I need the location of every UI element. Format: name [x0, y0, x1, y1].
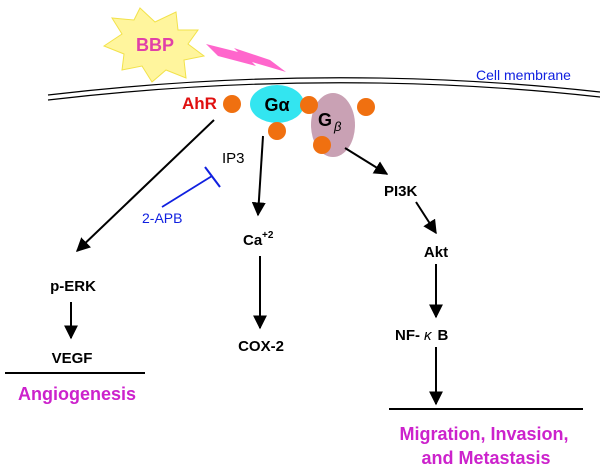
cell-membrane-label: Cell membrane [476, 67, 571, 83]
ca-label: Ca [243, 232, 263, 249]
g-alpha-label: Gα [264, 95, 289, 115]
ligand-dot [268, 122, 286, 140]
ahr-label: AhR [182, 94, 217, 113]
arrow-gbeta-to-pi3k [344, 147, 389, 175]
arrow-ahr-to-perk [75, 119, 215, 252]
bbp-starburst [102, 7, 206, 83]
inhibition-bar-2apb [204, 166, 221, 188]
ligand-dot [223, 95, 241, 113]
membrane-line-outer [47, 77, 600, 96]
migration-label-line1: Migration, Invasion, [399, 424, 568, 444]
ca-superscript: +2 [262, 230, 274, 241]
nfkb-kappa: κ [424, 327, 433, 344]
vegf-label: VEGF [52, 350, 93, 367]
pi3k-label: PI3K [384, 183, 418, 200]
cox2-label: COX-2 [238, 338, 284, 355]
angiogenesis-label: Angiogenesis [18, 384, 136, 404]
ligand-dot [357, 98, 375, 116]
arrow-pi3k-to-akt [415, 201, 437, 235]
lightning-bolt-icon [206, 44, 286, 72]
g-beta-label: G [318, 110, 332, 130]
g-alpha-protein [250, 85, 304, 123]
nfkb-prefix: NF- [395, 327, 420, 344]
nfkb-suffix: B [438, 327, 449, 344]
inhibition-line-2apb [161, 175, 213, 208]
bbp-label: BBP [136, 35, 174, 55]
g-beta-subscript: β [333, 119, 342, 134]
ligand-dot [313, 136, 331, 154]
ligand-dot [300, 96, 318, 114]
akt-label: Akt [424, 244, 448, 261]
2apb-label: 2-APB [142, 210, 182, 226]
arrow-galpha-to-ca [251, 135, 266, 217]
perk-label: p-ERK [50, 278, 96, 295]
migration-label-line2: and Metastasis [421, 448, 550, 468]
membrane-line-inner [47, 82, 600, 101]
ip3-label: IP3 [222, 150, 245, 167]
